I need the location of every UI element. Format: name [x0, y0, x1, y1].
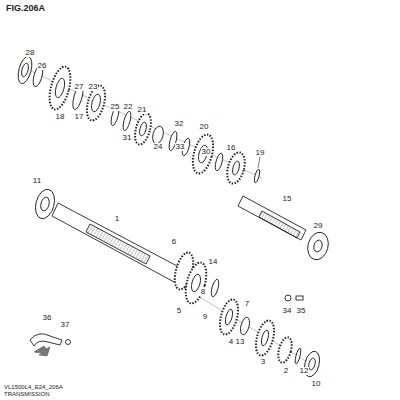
callout-number: 35	[296, 307, 307, 315]
figure-title: FIG.206A	[6, 4, 45, 13]
callout-number: 36	[42, 314, 53, 322]
figure-caption: VL1500L4_E24_206A TRANSMISSION	[4, 384, 62, 397]
callout-number: 21	[137, 106, 148, 114]
callout-number: 20	[199, 123, 210, 131]
callout-number: 22	[123, 103, 134, 111]
callout-number: 16	[226, 144, 237, 152]
callout-number: 14	[208, 258, 219, 266]
callout-number: 34	[282, 307, 293, 315]
callout-number: 5	[176, 307, 182, 315]
callout-number: 31	[122, 134, 133, 142]
callout-number: 24	[153, 143, 164, 151]
callout-number: 9	[202, 313, 208, 321]
callout-number: 28	[25, 49, 36, 57]
callout-number: 26	[37, 62, 48, 70]
callout-number: 13	[235, 338, 246, 346]
callout-number: 32	[174, 120, 185, 128]
callout-number: 23	[88, 83, 99, 91]
callout-number: 17	[74, 113, 85, 121]
callout-number: 4	[228, 338, 234, 346]
callout-number: 25	[110, 103, 121, 111]
callout-number: 10	[311, 380, 322, 388]
callout-number: 11	[32, 177, 42, 185]
callout-number: 1	[114, 215, 120, 223]
callout-number: 2	[283, 367, 289, 375]
callout-number: 18	[55, 113, 66, 121]
callout-number: 8	[200, 288, 206, 296]
callout-number: 7	[244, 300, 250, 308]
callout-number: 27	[74, 83, 85, 91]
callout-number: 15	[282, 195, 293, 203]
callout-number: 29	[313, 222, 324, 230]
callout-number: 33	[175, 143, 186, 151]
callout-number: 19	[255, 149, 266, 157]
callout-number: 6	[171, 238, 177, 246]
callout-number: 37	[60, 321, 71, 329]
callout-number: 3	[260, 358, 266, 366]
callout-number: 30	[201, 148, 212, 156]
callout-number: 12	[299, 367, 310, 375]
